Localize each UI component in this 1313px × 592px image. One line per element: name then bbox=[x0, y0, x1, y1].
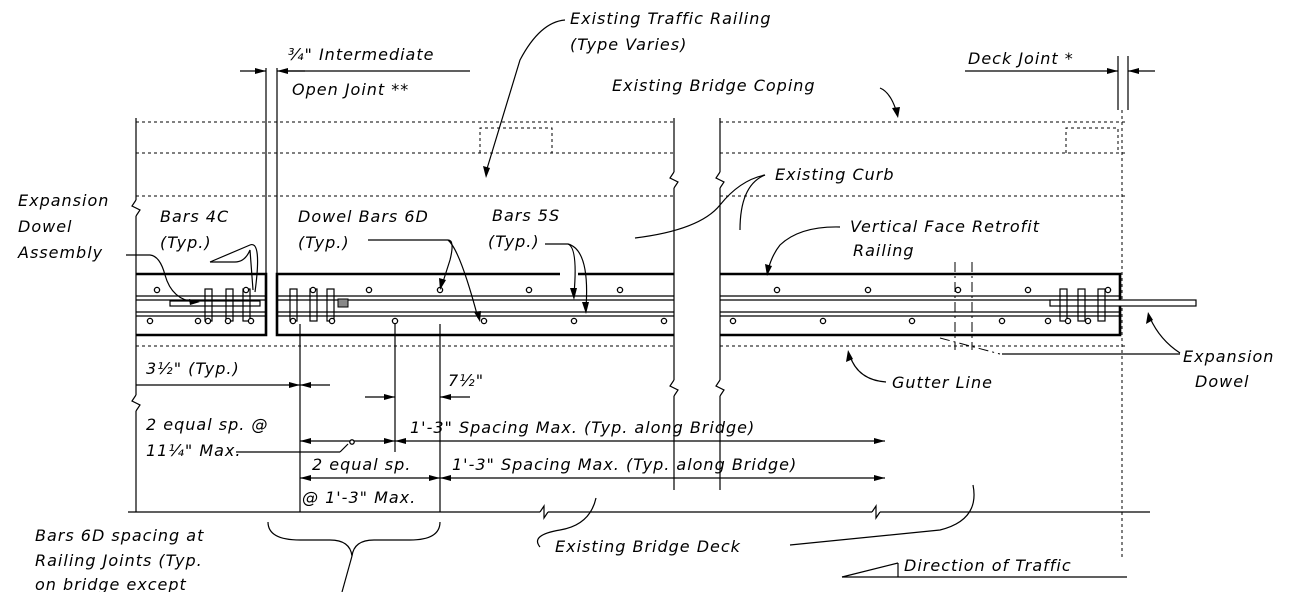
brace bbox=[267, 521, 441, 557]
label-expansion-dowel-2: Dowel bbox=[1195, 372, 1249, 391]
label-equal-sp-a-max: 11¼" Max. bbox=[146, 441, 241, 460]
label-bars-4c-typ: (Typ.) bbox=[160, 233, 212, 252]
right-centerlines bbox=[939, 262, 1180, 355]
label-bars-4c: Bars 4C bbox=[160, 207, 229, 226]
label-dim-7-5: 7½" bbox=[448, 371, 484, 390]
label-railing: Railing bbox=[853, 241, 915, 260]
label-equal-sp-b: 2 equal sp. bbox=[312, 455, 411, 474]
label-existing-bridge-deck: Existing Bridge Deck bbox=[555, 537, 741, 556]
label-bars-5s-typ: (Typ.) bbox=[488, 232, 540, 251]
label-equal-sp-b-max: @ 1'-3" Max. bbox=[302, 488, 416, 507]
brace-leader bbox=[341, 555, 353, 592]
label-bars-6d-spacing-2: Railing Joints (Typ. bbox=[35, 551, 203, 570]
railing-segment-middle bbox=[275, 272, 674, 337]
label-expansion-dowel-assembly-1: Expansion bbox=[18, 191, 109, 210]
railing-segment-left bbox=[136, 272, 268, 337]
label-deck-joint: Deck Joint * bbox=[968, 49, 1074, 68]
label-open-joint: Open Joint ** bbox=[292, 80, 409, 99]
intermediate-joint-dim bbox=[240, 68, 470, 274]
spacing-dims bbox=[236, 438, 885, 481]
label-existing-traffic-railing: Existing Traffic Railing bbox=[570, 9, 772, 28]
dowel-assembly-right bbox=[1059, 288, 1106, 322]
label-direction-of-traffic: Direction of Traffic bbox=[904, 556, 1072, 575]
label-expansion-dowel-1: Expansion bbox=[1183, 347, 1274, 366]
direction-arrow bbox=[841, 562, 1127, 578]
label-existing-traffic-railing-type: (Type Varies) bbox=[570, 35, 687, 54]
existing-coping-lines bbox=[136, 110, 1125, 560]
label-dowel-bars-6d-typ: (Typ.) bbox=[298, 233, 350, 252]
mid-break-lines bbox=[669, 118, 725, 490]
label-bars-6d-spacing-3: on bridge except bbox=[35, 575, 187, 592]
label-expansion-dowel-assembly-3: Assembly bbox=[17, 243, 103, 262]
label-bars-5s: Bars 5S bbox=[492, 206, 560, 225]
label-vertical-face-retrofit: Vertical Face Retrofit bbox=[850, 217, 1040, 236]
label-gutter-line: Gutter Line bbox=[892, 373, 993, 392]
text-labels: Existing Traffic Railing (Type Varies) ¾… bbox=[17, 9, 1274, 592]
expansion-dowel-bar bbox=[169, 299, 1197, 307]
label-dowel-bars-6d: Dowel Bars 6D bbox=[298, 207, 429, 226]
small-dims bbox=[136, 324, 470, 512]
label-equal-sp-a: 2 equal sp. @ bbox=[146, 415, 268, 434]
label-expansion-dowel-assembly-2: Dowel bbox=[18, 217, 72, 236]
deck-joint-dim bbox=[965, 56, 1155, 110]
label-spacing-max-a: 1'-3" Spacing Max. (Typ. along Bridge) bbox=[410, 418, 755, 437]
left-end-line bbox=[131, 118, 141, 512]
label-existing-curb: Existing Curb bbox=[775, 165, 895, 184]
label-bars-6d-spacing-1: Bars 6D spacing at bbox=[35, 526, 204, 545]
label-dim-3-5: 3½" (Typ.) bbox=[146, 359, 240, 378]
rebar-dots bbox=[146, 286, 1112, 325]
label-existing-bridge-coping: Existing Bridge Coping bbox=[612, 76, 816, 95]
label-intermediate-joint: ¾" Intermediate bbox=[288, 45, 434, 64]
leader-lines bbox=[126, 19, 1181, 548]
bridge-deck-line bbox=[128, 504, 1150, 520]
label-spacing-max-b: 1'-3" Spacing Max. (Typ. along Bridge) bbox=[452, 455, 797, 474]
